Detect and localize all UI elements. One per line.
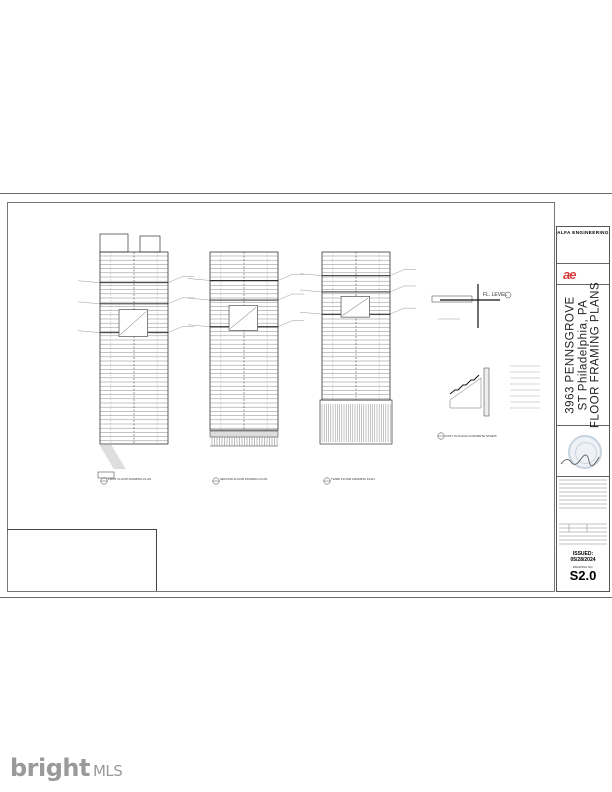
drawing-no-label: DRAWING NO: <box>572 565 594 569</box>
project-title: 3963 PENNSGROVE ST Philadelphia, PA FLOO… <box>564 282 602 428</box>
level-note: FL. LEVEL <box>483 292 508 298</box>
plan-caption-first: FIRST FLOOR FRAMING PLAN <box>108 477 152 481</box>
notes-box <box>7 529 157 591</box>
issued-block: ISSUED: 05/28/2024 DRAWING NO: S2.0 <box>557 549 609 591</box>
firm-block: ALFA ENGINEERING <box>557 227 609 264</box>
ae-logo-icon: ae <box>563 267 577 282</box>
framing-plans-drawing <box>77 233 540 485</box>
issued-label: ISSUED: <box>572 551 594 557</box>
project-line-1: 3963 PENNSGROVE <box>564 296 577 414</box>
drawing-sheet: FIRST FLOOR FRAMING PLAN SECOND FLOOR FR… <box>0 193 612 598</box>
seal-icon <box>568 435 602 469</box>
revision-table <box>559 479 607 545</box>
drawing-number: S2.0 <box>569 568 597 583</box>
project-line-3: FLOOR FRAMING PLANS <box>589 281 602 429</box>
signature-icon <box>560 454 600 466</box>
firm-logo: ae <box>559 265 607 283</box>
project-line-2: ST Philadelphia, PA <box>576 299 589 411</box>
watermark-suffix: MLS <box>92 762 123 780</box>
engineer-seal <box>557 424 609 477</box>
project-title-block: 3963 PENNSGROVE ST Philadelphia, PA FLOO… <box>557 282 609 428</box>
plan-caption-second: SECOND FLOOR FRAMING PLAN <box>220 477 268 481</box>
drawing-frame <box>7 202 555 592</box>
firm-name: ALFA ENGINEERING <box>557 230 609 235</box>
watermark-brand: bright <box>10 754 90 782</box>
detail-caption-stairs: CAST IN PLACE CONCRETE STAIRS <box>445 434 497 438</box>
plan-caption-third: THIRD FLOOR FRAMING PLAN <box>331 477 375 481</box>
title-block: ALFA ENGINEERING ae 3963 PENNSGROVE ST P… <box>556 226 610 592</box>
issued-date: 05/28/2024 <box>570 557 596 563</box>
